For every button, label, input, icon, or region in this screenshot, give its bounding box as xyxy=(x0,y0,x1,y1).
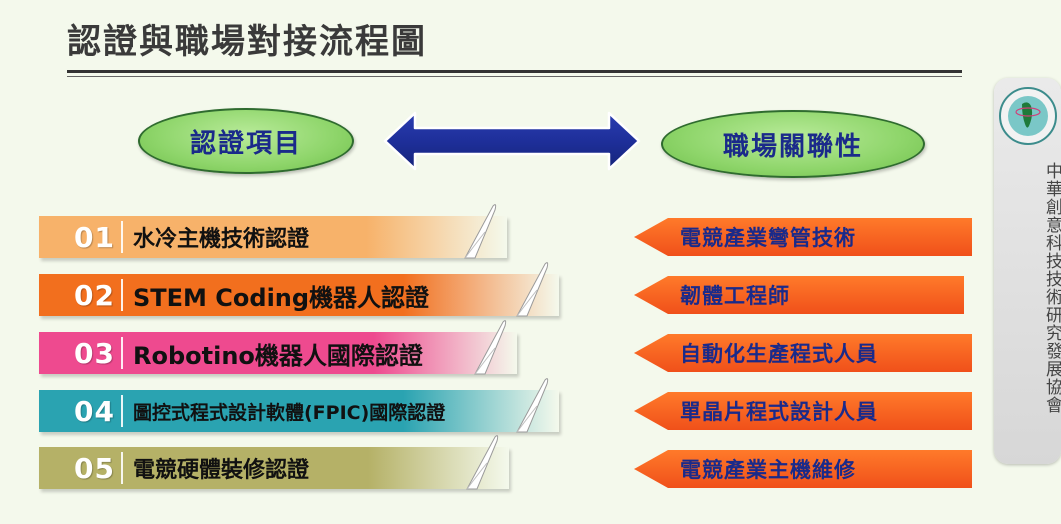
career-tag: 電競產業彎管技術 xyxy=(634,218,972,256)
certification-item: 05 電競硬體裝修認證 xyxy=(39,435,509,490)
certification-divider xyxy=(121,452,123,484)
certification-label: 水冷主機技術認證 xyxy=(133,227,310,252)
title-rule xyxy=(67,70,962,73)
career-tag: 單晶片程式設計人員 xyxy=(634,392,972,430)
page-curl-icon xyxy=(516,378,549,433)
certification-number: 05 xyxy=(74,451,115,485)
certification-item: 01 水冷主機技術認證 xyxy=(39,204,507,259)
certification-item: 03 Robotino機器人國際認證 xyxy=(39,320,517,375)
organization-name: 中華創意科技技術研究發展協會 xyxy=(1042,162,1061,414)
page-curl-icon xyxy=(466,435,499,490)
certification-item: 04 圖控式程式設計軟體(FPIC)國際認證 xyxy=(39,378,559,433)
certification-divider xyxy=(121,337,123,369)
certification-oval: 認證項目 xyxy=(138,108,354,174)
certification-divider xyxy=(121,221,123,253)
certification-label: Robotino機器人國際認證 xyxy=(133,341,423,370)
certification-number: 02 xyxy=(74,278,115,312)
certification-item: 02 STEM Coding機器人認證 xyxy=(39,262,559,317)
career-tag: 自動化生產程式人員 xyxy=(634,334,972,372)
page-title: 認證與職場對接流程圖 xyxy=(67,22,427,62)
certification-label: 電競硬體裝修認證 xyxy=(133,458,310,483)
certification-label: 圖控式程式設計軟體(FPIC)國際認證 xyxy=(133,401,446,424)
certification-label: STEM Coding機器人認證 xyxy=(133,283,430,312)
certification-number: 03 xyxy=(74,336,115,370)
career-tag: 電競產業主機維修 xyxy=(634,450,972,488)
page-curl-icon xyxy=(474,320,507,375)
organization-logo-icon xyxy=(999,87,1057,145)
certification-divider xyxy=(121,395,123,427)
certification-number: 04 xyxy=(74,394,115,428)
page-curl-icon xyxy=(516,262,549,317)
career-tag: 韌體工程師 xyxy=(634,276,964,314)
organization-panel: 中華創意科技技術研究發展協會 xyxy=(994,78,1061,464)
career-oval: 職場關聯性 xyxy=(661,110,925,178)
double-arrow-icon xyxy=(383,111,641,171)
certification-divider xyxy=(121,279,123,311)
certification-number: 01 xyxy=(74,220,115,254)
title-rule-thin xyxy=(67,76,962,77)
page-curl-icon xyxy=(464,204,497,259)
